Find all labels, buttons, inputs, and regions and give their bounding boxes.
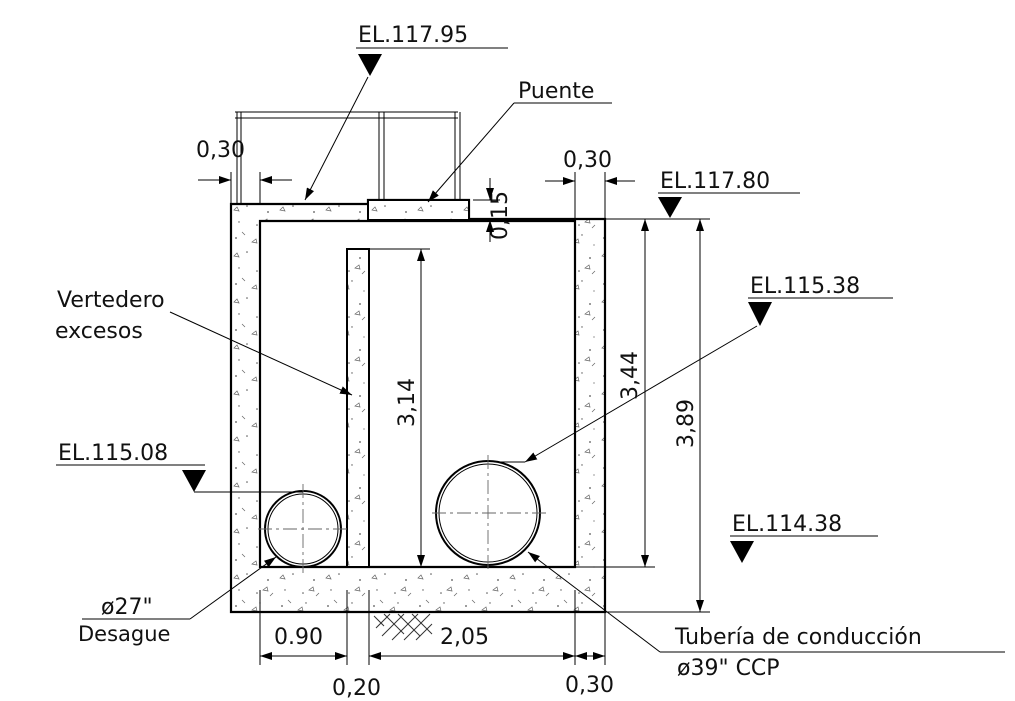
- svg-text:ø39" CCP: ø39" CCP: [677, 656, 780, 681]
- elevation-floor: EL.114.38: [730, 512, 878, 563]
- elevation-top-wall: EL.117.80: [658, 169, 800, 218]
- svg-text:3,44: 3,44: [618, 351, 643, 400]
- svg-text:excesos: excesos: [55, 319, 143, 344]
- drain-pipe: [258, 484, 350, 575]
- dimension-right-wall: 0,30: [545, 148, 635, 219]
- elevation-label: EL.114.38: [732, 512, 842, 537]
- weir-label: Vertedero excesos: [55, 288, 353, 396]
- svg-text:Puente: Puente: [518, 79, 594, 104]
- dimension-slab: 0,15: [473, 178, 513, 242]
- svg-text:3,14: 3,14: [395, 378, 420, 427]
- elevation-label: EL.117.95: [358, 23, 468, 48]
- dimension-bottom-right-wall: 0,30: [565, 673, 614, 698]
- elevation-label: EL.115.08: [58, 441, 168, 466]
- svg-text:ø27": ø27": [101, 595, 153, 620]
- elevation-label: EL.117.80: [660, 169, 770, 194]
- svg-text:Vertedero: Vertedero: [57, 288, 165, 313]
- elevation-top-railing: EL.117.95: [356, 23, 508, 76]
- svg-text:Tubería de conducción: Tubería de conducción: [674, 625, 922, 650]
- dimension-left-wall: 0,30: [196, 138, 292, 204]
- dimension-weir-thickness: 0,20: [332, 676, 381, 701]
- elevation-label: EL.115.38: [750, 274, 860, 299]
- drain-label: ø27" Desague: [78, 556, 277, 646]
- dimension-left-chamber: 0.90: [274, 625, 323, 650]
- bridge-label: Puente: [427, 79, 612, 203]
- floor-hatch: [373, 613, 433, 641]
- svg-text:0,30: 0,30: [563, 148, 612, 173]
- dimension-total-height: 3,89: [605, 218, 710, 613]
- railing: [235, 111, 461, 205]
- conduction-label: Tubería de conducción ø39" CCP: [527, 551, 1005, 681]
- dimension-inner-height: 3,44: [575, 218, 655, 568]
- dimension-right-chamber: 2,05: [440, 625, 489, 650]
- svg-text:Desague: Desague: [78, 622, 170, 646]
- dimension-bottom: 0.90 2,05 0,20 0,30: [259, 590, 614, 701]
- svg-text:0,30: 0,30: [196, 138, 245, 163]
- elevation-pipe-drain: EL.115.08: [56, 441, 303, 493]
- dimension-weir-height: 3,14: [369, 248, 430, 567]
- svg-text:0,15: 0,15: [488, 191, 513, 240]
- elevation-pipe-conduction: EL.115.38: [748, 274, 893, 326]
- bridge-slab: [367, 199, 470, 221]
- weir-wall: [346, 248, 370, 568]
- svg-text:3,89: 3,89: [674, 399, 699, 448]
- conduction-pipe: [432, 455, 548, 570]
